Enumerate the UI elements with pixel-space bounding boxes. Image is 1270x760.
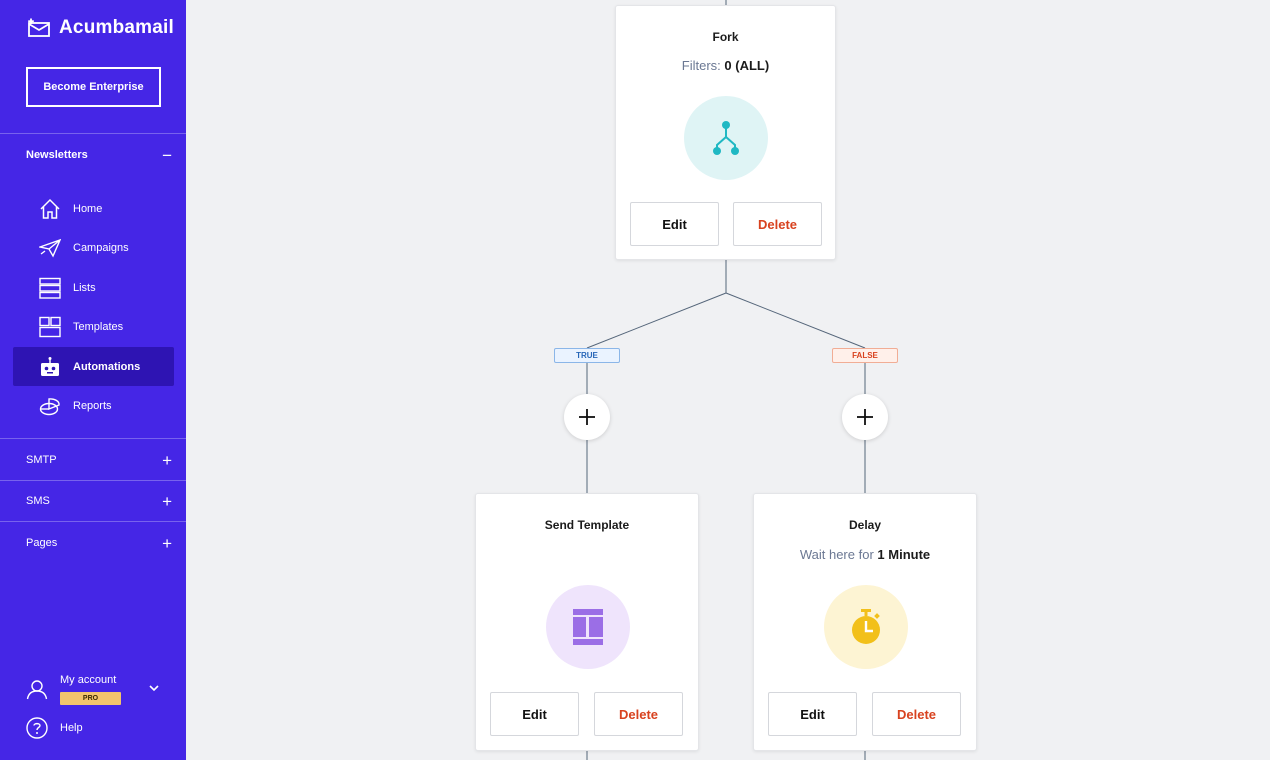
robot-icon bbox=[39, 356, 61, 378]
stopwatch-icon bbox=[852, 609, 880, 644]
user-icon bbox=[26, 680, 48, 700]
connector-line bbox=[586, 292, 727, 349]
templates-icon bbox=[39, 316, 61, 338]
section-newsletters[interactable]: Newsletters − bbox=[26, 146, 172, 164]
fork-edit-button[interactable]: Edit bbox=[630, 202, 719, 246]
expand-icon[interactable]: + bbox=[162, 491, 172, 511]
expand-icon[interactable]: + bbox=[162, 450, 172, 470]
fork-icon bbox=[713, 121, 739, 155]
brand-name: Acumbamail bbox=[59, 17, 174, 38]
section-pages-label: Pages bbox=[26, 537, 58, 549]
pie-chart-icon bbox=[39, 395, 61, 417]
help-icon bbox=[26, 717, 48, 739]
fork-filters-value: 0 (ALL) bbox=[724, 58, 770, 73]
plus-icon bbox=[579, 409, 595, 425]
sidebar-item-label: Templates bbox=[73, 320, 124, 333]
list-icon bbox=[39, 277, 61, 299]
delay-wait-value: 1 Minute bbox=[877, 547, 931, 562]
send-template-node-card[interactable]: Send Template Edit Delete bbox=[475, 493, 699, 751]
sidebar-divider bbox=[0, 521, 186, 522]
send-template-title: Send Template bbox=[544, 518, 630, 532]
section-sms-label: SMS bbox=[26, 495, 50, 507]
sidebar-item-reports[interactable]: Reports bbox=[13, 386, 174, 425]
my-account[interactable]: My account PRO bbox=[26, 672, 172, 708]
fork-filters: Filters: 0 (ALL) bbox=[616, 58, 835, 73]
sidebar-item-label: Lists bbox=[73, 281, 96, 294]
expand-icon[interactable]: + bbox=[162, 533, 172, 553]
mail-plus-icon bbox=[28, 18, 50, 37]
send-template-edit-button[interactable]: Edit bbox=[490, 692, 579, 736]
pro-badge: PRO bbox=[60, 692, 121, 705]
template-icon-circle bbox=[546, 585, 630, 669]
sidebar-item-label: Home bbox=[73, 202, 103, 215]
true-branch-label: TRUE bbox=[554, 348, 620, 363]
sidebar-item-lists[interactable]: Lists bbox=[13, 268, 174, 307]
home-icon bbox=[39, 198, 61, 220]
delay-wait-label: Wait here for bbox=[799, 547, 874, 562]
section-smtp[interactable]: SMTP + bbox=[26, 451, 172, 469]
connector-line bbox=[725, 292, 866, 349]
sidebar-item-label: Automations bbox=[73, 360, 141, 373]
fork-title: Fork bbox=[712, 30, 739, 44]
chevron-down-icon[interactable] bbox=[148, 682, 160, 694]
sidebar: Acumbamail Become Enterprise Newsletters… bbox=[0, 0, 186, 760]
plus-icon bbox=[857, 409, 873, 425]
delay-title: Delay bbox=[848, 518, 882, 532]
fork-node-card[interactable]: Fork Filters: 0 (ALL) Edit Delete bbox=[615, 5, 836, 260]
template-icon bbox=[573, 609, 603, 645]
flow-connectors bbox=[586, 0, 866, 760]
sidebar-divider bbox=[0, 133, 186, 134]
sidebar-item-campaigns[interactable]: Campaigns bbox=[13, 228, 174, 267]
brand-logo[interactable]: Acumbamail bbox=[27, 17, 174, 39]
send-template-delete-button[interactable]: Delete bbox=[594, 692, 683, 736]
become-enterprise-button[interactable]: Become Enterprise bbox=[26, 67, 161, 107]
false-branch-label: FALSE bbox=[832, 348, 898, 363]
sidebar-item-label: Reports bbox=[73, 399, 112, 412]
fork-delete-button[interactable]: Delete bbox=[733, 202, 822, 246]
fork-filters-label: Filters: bbox=[681, 58, 721, 73]
sidebar-item-automations[interactable]: Automations bbox=[13, 347, 174, 386]
delay-edit-button[interactable]: Edit bbox=[768, 692, 857, 736]
section-smtp-label: SMTP bbox=[26, 454, 57, 466]
help-label: Help bbox=[60, 722, 83, 734]
fork-icon-circle bbox=[684, 96, 768, 180]
paper-plane-icon bbox=[39, 237, 61, 259]
section-newsletters-label: Newsletters bbox=[26, 149, 88, 161]
sidebar-item-label: Campaigns bbox=[73, 241, 129, 254]
section-sms[interactable]: SMS + bbox=[26, 492, 172, 510]
sidebar-divider bbox=[0, 438, 186, 439]
sidebar-item-templates[interactable]: Templates bbox=[13, 307, 174, 346]
automation-canvas[interactable]: Fork Filters: 0 (ALL) Edit Delete TRUE F… bbox=[186, 0, 1270, 760]
delay-delete-button[interactable]: Delete bbox=[872, 692, 961, 736]
add-step-true-button[interactable] bbox=[564, 394, 610, 440]
delay-node-card[interactable]: Delay Wait here for 1 Minute Edit Delete bbox=[753, 493, 977, 751]
add-step-false-button[interactable] bbox=[842, 394, 888, 440]
delay-icon-circle bbox=[824, 585, 908, 669]
sidebar-divider bbox=[0, 480, 186, 481]
collapse-icon[interactable]: − bbox=[162, 145, 172, 165]
delay-wait: Wait here for 1 Minute bbox=[754, 547, 976, 562]
section-pages[interactable]: Pages + bbox=[26, 534, 172, 552]
help-link[interactable]: Help bbox=[26, 717, 83, 739]
sidebar-item-home[interactable]: Home bbox=[13, 189, 174, 228]
my-account-label: My account bbox=[60, 674, 117, 686]
